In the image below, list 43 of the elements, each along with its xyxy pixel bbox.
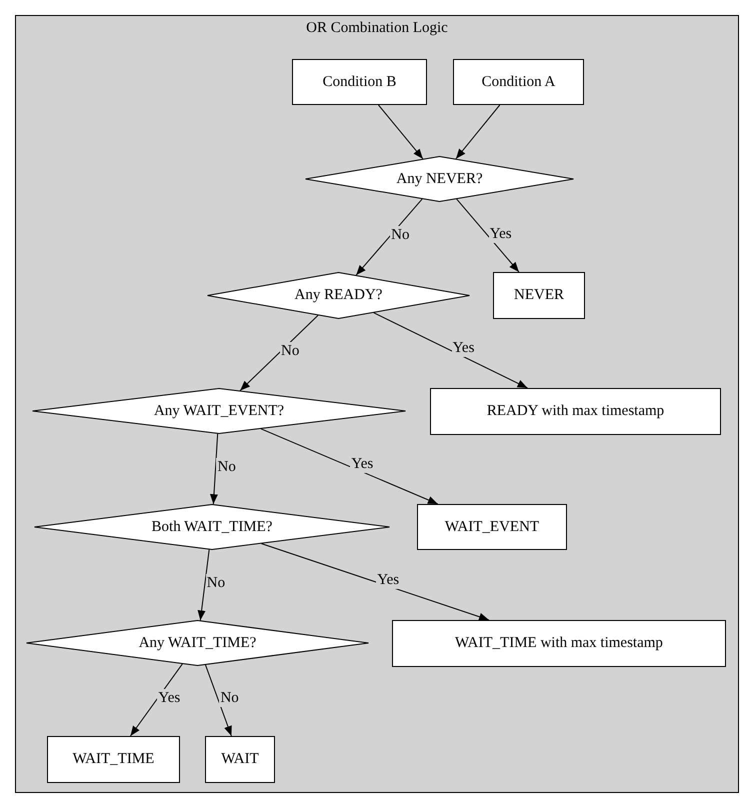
node-label: Any NEVER? <box>396 170 483 189</box>
arrow <box>205 664 232 736</box>
edge-label: Yes <box>452 339 476 358</box>
arrow <box>378 104 424 160</box>
node-label: Condition B <box>322 72 396 92</box>
node-label: Both WAIT_TIME? <box>152 518 272 537</box>
decision-diamond <box>26 620 369 666</box>
arrow <box>456 198 520 272</box>
arrow <box>455 104 500 160</box>
process-box <box>453 59 584 105</box>
node-label: Any WAIT_EVENT? <box>154 402 284 421</box>
arrow <box>260 543 490 621</box>
process-box <box>205 736 275 783</box>
process-box <box>430 388 721 435</box>
node-label: WAIT_TIME <box>72 750 154 770</box>
node-label: Any WAIT_TIME? <box>138 634 256 653</box>
edge-label: Yes <box>350 455 374 474</box>
node-label: READY with max timestamp <box>486 402 664 422</box>
node-label: WAIT_EVENT <box>444 518 540 537</box>
decision-diamond <box>305 156 574 202</box>
arrow <box>356 198 423 276</box>
decision-diamond <box>32 388 406 434</box>
process-box <box>47 736 180 783</box>
edge-label: No <box>219 689 240 708</box>
arrow <box>240 314 318 392</box>
arrow <box>130 663 183 736</box>
process-box <box>493 272 585 319</box>
decision-diamond <box>207 272 470 319</box>
node-label: NEVER <box>514 286 564 306</box>
arrow <box>198 549 210 621</box>
decision-diamond <box>34 504 390 550</box>
process-box <box>417 504 567 550</box>
arrow <box>373 312 528 388</box>
group-title: OR Combination Logic <box>306 19 448 38</box>
group-panel <box>15 15 739 793</box>
node-label: WAIT_TIME with max timestamp <box>455 634 663 654</box>
node-label: Condition A <box>482 72 556 92</box>
arrow <box>260 428 438 504</box>
process-box <box>392 620 726 667</box>
process-box <box>292 59 427 105</box>
node-label: Any READY? <box>294 286 382 306</box>
arrow <box>210 433 218 505</box>
node-label: WAIT <box>221 750 259 770</box>
